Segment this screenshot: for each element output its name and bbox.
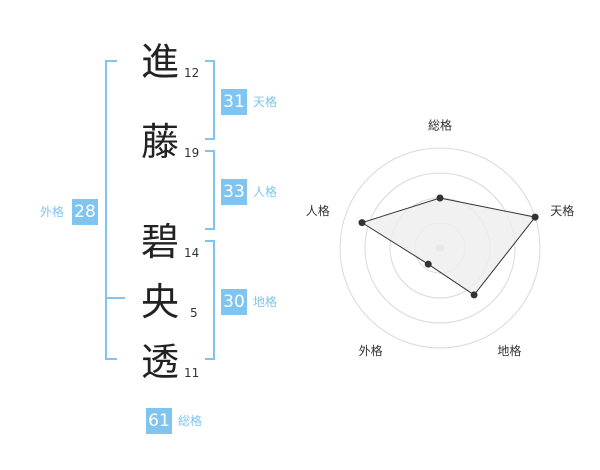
chikaku-label: 地格 xyxy=(253,295,278,309)
gaikaku-label: 外格 xyxy=(40,205,65,219)
radar-axis-label-4: 外格 xyxy=(359,343,383,358)
jinkaku-label: 人格 xyxy=(253,185,278,199)
jinkaku-bracket xyxy=(205,150,215,230)
radar-point-2 xyxy=(531,213,539,221)
stroke-count-3: 14 xyxy=(184,246,200,260)
radar-point-3 xyxy=(470,291,478,299)
gaikaku-inner-tick xyxy=(105,297,125,299)
soukaku-label: 総格 xyxy=(178,414,203,428)
chikaku-bracket xyxy=(205,240,215,360)
radar-axis-label-2: 天格 xyxy=(550,203,574,218)
name-char-2: 藤 xyxy=(140,120,179,164)
stroke-count-4: 5 xyxy=(190,306,198,320)
name-char-3: 碧 xyxy=(140,220,179,264)
radar-axis-label-5: 人格 xyxy=(306,203,330,218)
radar-ring xyxy=(364,172,516,324)
name-char-1: 進 xyxy=(140,40,179,84)
chikaku-score: 30 xyxy=(221,289,247,315)
stroke-count-1: 12 xyxy=(184,66,200,80)
radar-ring xyxy=(339,147,541,349)
gaikaku-bracket xyxy=(105,60,117,360)
stroke-count-5: 11 xyxy=(184,366,200,380)
radar-point-1 xyxy=(436,194,444,202)
tenkaku-score: 31 xyxy=(221,89,247,115)
tenkaku-label: 天格 xyxy=(253,95,278,109)
radar-point-5 xyxy=(358,219,366,227)
radar-point-4 xyxy=(424,260,432,268)
name-char-4: 央 xyxy=(140,280,179,324)
radar-polygon xyxy=(360,197,537,296)
stroke-count-2: 19 xyxy=(184,146,200,160)
soukaku-score: 61 xyxy=(146,408,172,434)
gaikaku-score: 28 xyxy=(72,199,98,225)
tenkaku-bracket xyxy=(205,60,215,140)
radar-axis-label-1: 総格 xyxy=(428,118,452,133)
jinkaku-score: 33 xyxy=(221,179,247,205)
name-char-5: 透 xyxy=(140,340,179,384)
radar-axis-label-3: 地格 xyxy=(497,343,521,358)
